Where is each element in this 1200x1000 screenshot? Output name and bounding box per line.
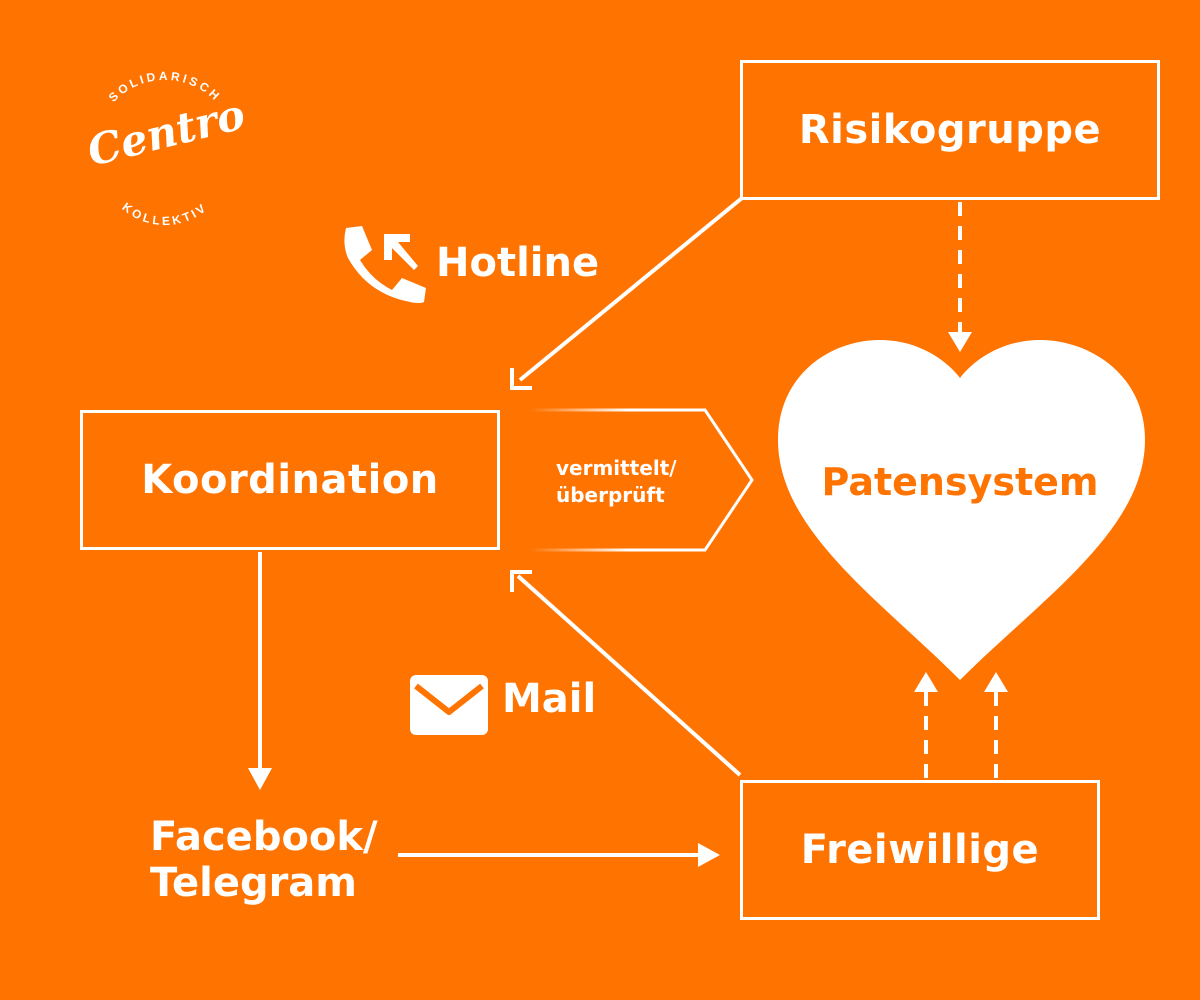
mail-arrow [516, 574, 742, 777]
social-label-line2: Telegram [150, 860, 357, 906]
process-chevron [530, 408, 754, 552]
social-label-line1: Facebook/ [150, 814, 378, 860]
freiwillige-heart-arrowhead-1 [914, 672, 938, 692]
node-koordination: Koordination [80, 410, 500, 550]
envelope-icon [410, 675, 488, 735]
node-freiwillige: Freiwillige [740, 780, 1100, 920]
freiwillige-heart-arrowhead-2 [984, 672, 1008, 692]
risiko-heart-arrowhead [948, 332, 972, 352]
mail-arrowhead [510, 570, 532, 592]
heart-shape [778, 340, 1145, 680]
process-label-line1: vermittelt/ [556, 456, 677, 480]
logo-script-text: Centro [82, 89, 250, 176]
hotline-arrow [518, 196, 744, 382]
phone-icon [344, 226, 426, 303]
mail-label: Mail [502, 676, 597, 722]
process-label-line2: überprüft [556, 483, 665, 507]
koordination-social-arrowhead [248, 768, 272, 790]
hotline-label: Hotline [436, 240, 600, 286]
social-freiwillige-arrowhead [698, 843, 720, 867]
node-risikogruppe: Risikogruppe [740, 60, 1160, 200]
hotline-arrowhead [510, 368, 532, 390]
node-patensystem: Patensystem [821, 460, 1099, 504]
